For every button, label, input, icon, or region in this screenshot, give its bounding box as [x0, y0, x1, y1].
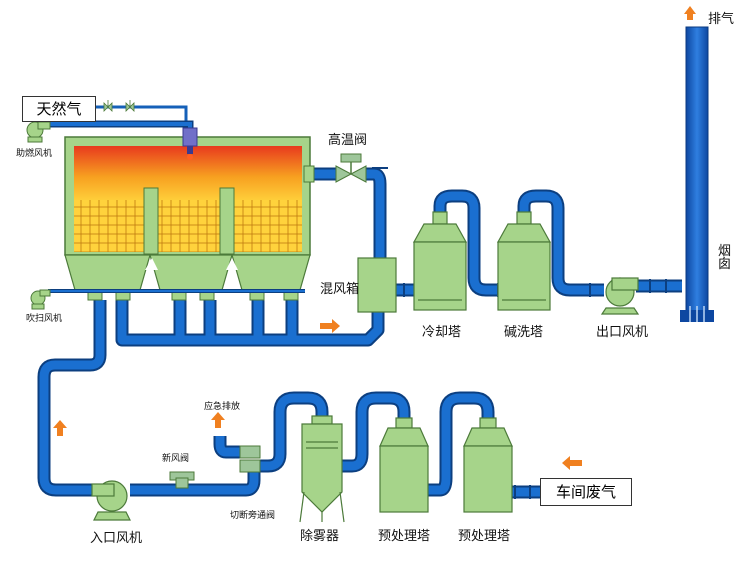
- purge-fan-icon: [30, 289, 51, 310]
- workshop-gas-label: 车间废气: [540, 478, 632, 506]
- cooling-tower: [412, 211, 468, 311]
- purge-fan-label: 吹扫风机: [26, 314, 63, 324]
- bypass-valve-label: 切断旁通阀: [230, 511, 276, 521]
- cooling-tower-label: 冷却塔: [422, 325, 462, 340]
- alkali-wash-tower-label: 碱洗塔: [504, 325, 544, 340]
- burner-icon: [182, 127, 198, 160]
- outlet-fan-label: 出口风机: [596, 325, 649, 340]
- pretreatment-tower-2-label: 预处理塔: [458, 529, 511, 544]
- demister: [299, 415, 345, 523]
- mixing-box-label: 混风箱: [320, 282, 360, 297]
- gas-valve-icon: [103, 100, 135, 112]
- mixing-box: [357, 257, 397, 313]
- alkali-wash-tower: [496, 211, 552, 311]
- natural-gas-label: 天然气: [22, 96, 96, 122]
- flow-arrow-icon: [53, 6, 696, 470]
- inlet-fan-label: 入口风机: [90, 531, 143, 546]
- bypass-valve-icon: [239, 445, 261, 473]
- fresh-air-valve-icon: [169, 471, 195, 489]
- combustion-fan-label: 助燃风机: [16, 149, 53, 159]
- emergency-discharge-label: 应急排放: [204, 402, 241, 412]
- pretreatment-tower-1-label: 预处理塔: [378, 529, 431, 544]
- high-temp-valve-label: 高温阀: [328, 133, 368, 148]
- fresh-air-valve-label: 新风阀: [162, 454, 190, 464]
- chimney-label: 烟囱: [718, 244, 732, 272]
- rto-furnace: [48, 136, 315, 301]
- pretreatment-tower-2: [463, 417, 513, 513]
- pretreatment-tower-1: [379, 417, 429, 513]
- chimney: [680, 26, 714, 322]
- demister-label: 除雾器: [300, 529, 340, 544]
- inlet-fan-icon: [91, 480, 131, 521]
- combustion-fan-icon: [26, 121, 51, 143]
- high-temp-valve-icon: [335, 153, 367, 183]
- exhaust-label: 排气: [708, 12, 735, 27]
- outlet-fan-icon: [600, 277, 640, 315]
